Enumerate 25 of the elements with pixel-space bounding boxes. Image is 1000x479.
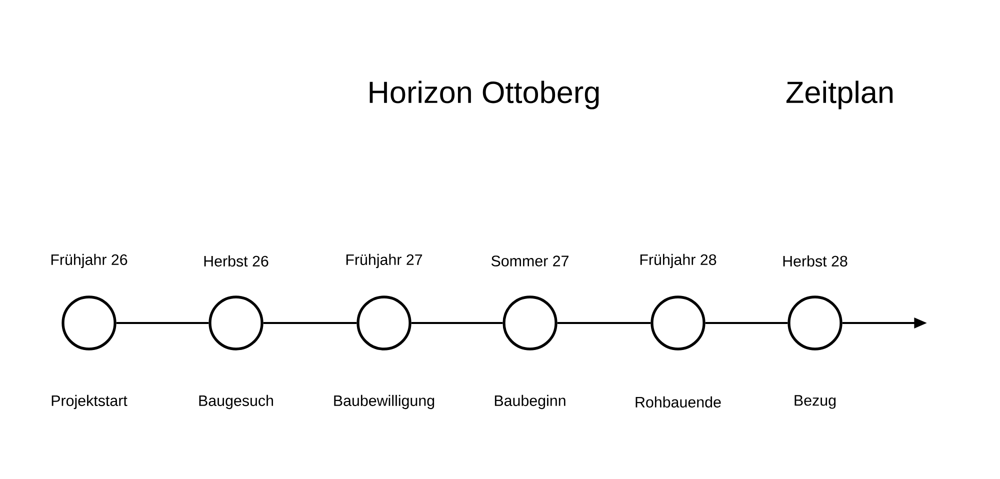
- milestone-label: Bezug: [794, 395, 836, 409]
- milestone-circle: [650, 296, 706, 350]
- date-label: Herbst 26: [204, 255, 268, 267]
- date-label: Frühjahr 28: [640, 254, 716, 268]
- milestone-circle: [502, 296, 558, 350]
- connector-line: [705, 322, 788, 324]
- milestone-circle: [208, 296, 264, 350]
- milestone-label: Baugesuch: [199, 394, 273, 410]
- date-label: Frühjahr 26: [51, 254, 128, 268]
- title: Horizon Ottoberg: [370, 80, 599, 110]
- connector-line: [411, 322, 503, 324]
- date-label: Herbst 28: [783, 255, 848, 267]
- milestone-circle: [356, 296, 412, 350]
- milestone-label: Projektstart: [52, 394, 128, 410]
- date-label: Frühjahr 27: [346, 254, 422, 268]
- connector-line: [557, 322, 651, 324]
- heading-label: Zeitplan: [786, 80, 893, 110]
- milestone-label: Rohbauende: [636, 396, 721, 408]
- milestone-label: Baubewilligung: [334, 394, 434, 410]
- connector-line: [116, 322, 209, 324]
- milestone-label: Baubeginn: [494, 394, 566, 410]
- date-label: Sommer 27: [491, 256, 568, 266]
- milestone-circle: [62, 296, 116, 350]
- milestone-circle: [788, 296, 842, 350]
- connector-line: [263, 322, 357, 324]
